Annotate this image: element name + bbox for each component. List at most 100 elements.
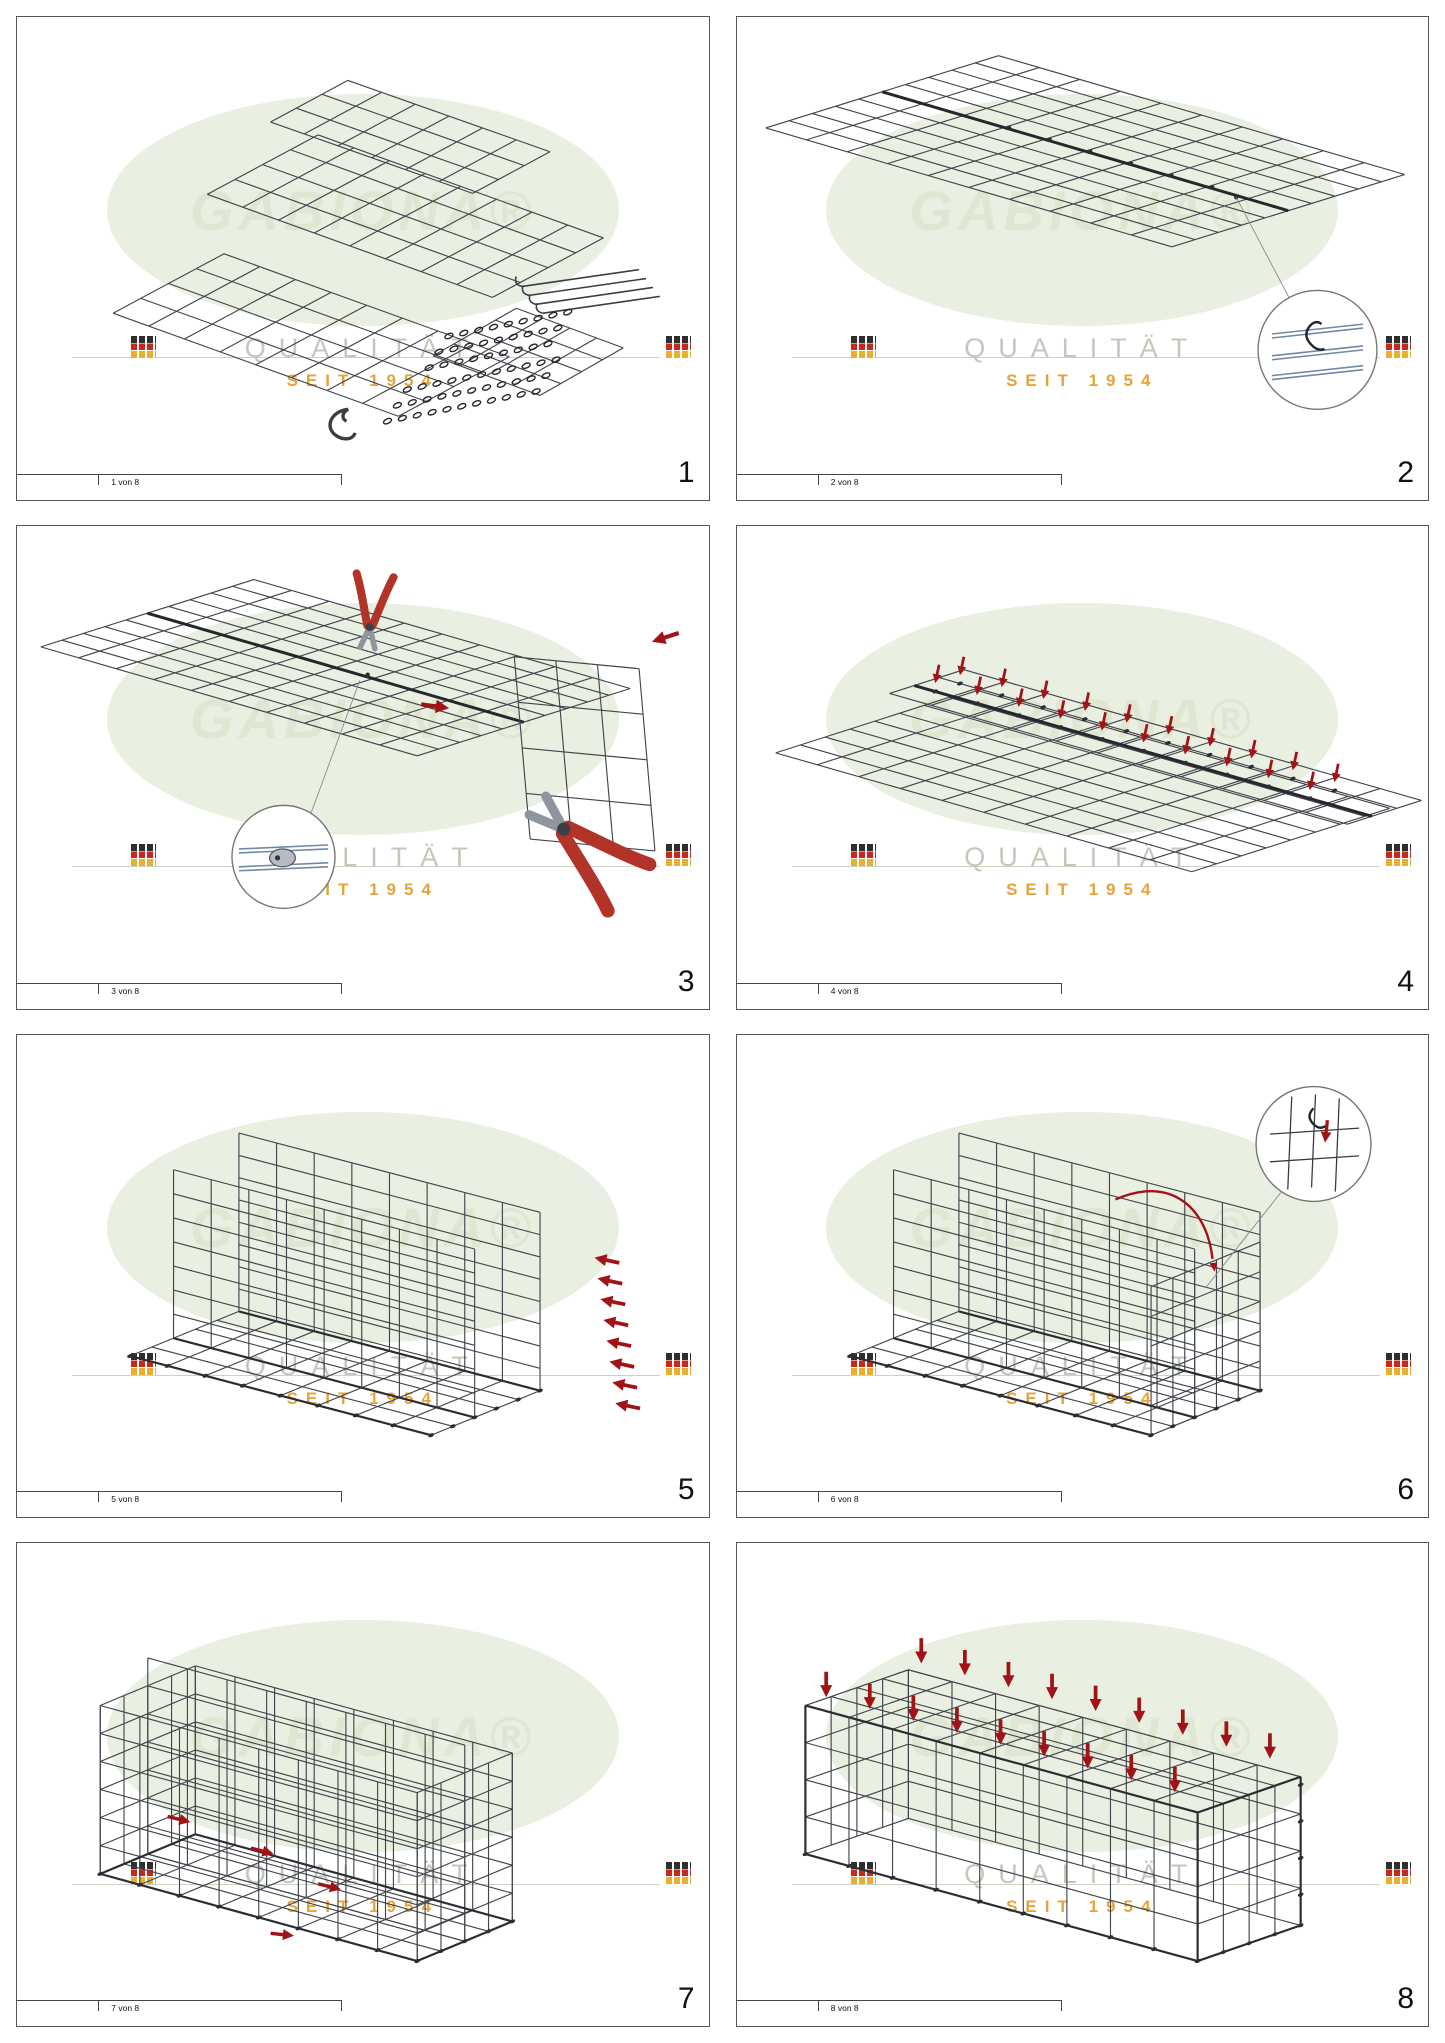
flag-logo-right xyxy=(666,335,692,358)
flag-logo-right xyxy=(666,1861,692,1884)
watermark-ellipse: GABIONA® xyxy=(826,602,1339,835)
step-panel-1: GABIONA® QUALITÄT SEIT 1954 xyxy=(16,16,710,501)
sheet-count-label: 8 von 8 xyxy=(830,2003,859,2013)
since-label: SEIT 1954 xyxy=(1006,1897,1159,1917)
step-number: 6 xyxy=(1397,1473,1414,1507)
rotation-arrow-head xyxy=(1209,1261,1219,1272)
mesh-grid xyxy=(270,79,551,194)
flag-logo-right xyxy=(1385,844,1411,867)
flag-logo-left xyxy=(850,1861,876,1884)
sheet-count-label: 5 von 8 xyxy=(111,1494,140,1505)
watermark-rule xyxy=(72,1374,661,1376)
step-panel-7: GABIONA® QUALITÄT SEIT 1954 xyxy=(16,1542,710,2027)
pliers-icon-large xyxy=(517,782,650,910)
watermark-rule xyxy=(72,1883,661,1885)
mesh-grid xyxy=(774,688,1390,873)
assembly-illustration-step-4 xyxy=(774,655,1422,873)
arrow-column xyxy=(593,1251,642,1414)
step-number: 5 xyxy=(677,1473,695,1507)
sheet-count-label: 4 von 8 xyxy=(830,985,859,996)
title-block: 6 von 8 xyxy=(736,1491,1062,1507)
assembly-illustration-step-1 xyxy=(112,79,661,441)
c-hook-icon xyxy=(328,407,357,441)
title-block: 1 von 8 xyxy=(17,473,342,490)
assembly-illustration-step-5 xyxy=(126,1132,642,1438)
step-number: 7 xyxy=(677,1982,695,2015)
watermark-rule xyxy=(791,357,1380,359)
flag-logo-right xyxy=(1385,1861,1411,1884)
clip-bolt xyxy=(274,855,281,861)
clip-row xyxy=(423,339,554,373)
brand-watermark: GABIONA® xyxy=(189,178,536,242)
magnifier-detail xyxy=(1256,289,1378,410)
watermark: GABIONA® QUALITÄT SEIT 1954 xyxy=(737,17,1429,500)
flag-logo-right xyxy=(666,1353,692,1376)
watermark-rule xyxy=(791,866,1380,868)
title-block: 8 von 8 xyxy=(736,2000,1062,2016)
flag-logo-left xyxy=(131,844,157,867)
back-wall-mesh xyxy=(238,1132,541,1391)
assembly-illustration-step-6 xyxy=(846,1085,1372,1438)
flag-logo-left xyxy=(850,1353,876,1376)
direction-arrow xyxy=(649,626,681,648)
step-panel-5: GABIONA® QUALITÄT SEIT 1954 5 von 8 5 xyxy=(16,1033,710,1519)
spiral-rods xyxy=(514,268,661,314)
flag-logo-left xyxy=(850,844,876,867)
direction-arrow xyxy=(270,1928,295,1942)
step-panel-6: GABIONA® QUALITÄT SEIT 1954 xyxy=(735,1033,1429,1519)
watermark: GABIONA® QUALITÄT SEIT 1954 xyxy=(737,1543,1429,2026)
arrow-row xyxy=(930,663,1318,791)
watermark-rule xyxy=(791,1883,1380,1885)
brand-watermark: GABIONA® xyxy=(909,687,1256,751)
assembly-illustration-step-2 xyxy=(765,55,1405,410)
sheet-count-label: 1 von 8 xyxy=(111,476,140,487)
arrow-row xyxy=(914,1638,1276,1759)
mesh-grid xyxy=(206,134,604,298)
watermark-text: QUALITÄT SEIT 1954 xyxy=(17,333,709,391)
flag-logo-left xyxy=(131,335,157,358)
title-block: 4 von 8 xyxy=(736,982,1062,999)
step-number: 2 xyxy=(1397,455,1414,489)
step-panel-2: GABIONA® QUALITÄT SEIT 1954 2 von 8 xyxy=(735,16,1429,501)
sheet-count-label: 2 von 8 xyxy=(830,476,859,487)
rotation-arrow xyxy=(1114,1189,1214,1259)
sheet-count-label: 7 von 8 xyxy=(111,2003,140,2013)
since-label: SEIT 1954 xyxy=(1006,879,1159,899)
title-block: 2 von 8 xyxy=(736,473,1062,490)
watermark: GABIONA® QUALITÄT SEIT 1954 xyxy=(737,526,1429,1009)
assembly-illustration-step-8 xyxy=(801,1638,1304,1965)
callout-line xyxy=(1235,197,1296,311)
step-panel-8: GABIONA® QUALITÄT SEIT 1954 8 von 8 xyxy=(735,1542,1429,2027)
watermark-text: QUALITÄT SEIT 1954 xyxy=(17,842,709,900)
mesh-detail xyxy=(1269,1093,1359,1192)
watermark-ellipse: GABIONA® xyxy=(106,1620,619,1853)
brand-watermark: GABIONA® xyxy=(909,178,1256,242)
step-number: 3 xyxy=(677,964,695,998)
watermark-ellipse: GABIONA® xyxy=(826,1620,1339,1853)
hook-icon xyxy=(1307,1106,1326,1129)
callout-line xyxy=(1205,1191,1281,1287)
assembly-illustration-step-7 xyxy=(96,1657,516,1965)
step-number: 1 xyxy=(677,455,695,489)
magnifier-detail xyxy=(1254,1085,1372,1202)
flag-logo-left xyxy=(850,335,876,358)
flag-logo-right xyxy=(1385,1353,1411,1376)
assembly-illustration-step-3 xyxy=(40,530,681,966)
connection-dot xyxy=(365,672,370,677)
seam-wire xyxy=(881,90,1289,213)
wire-pair xyxy=(1271,323,1363,381)
divider-mesh xyxy=(892,1168,1195,1418)
crimp-clip xyxy=(269,848,296,868)
title-block: 5 von 8 xyxy=(17,1491,342,1507)
sheet-count-label: 3 von 8 xyxy=(111,985,140,996)
since-label: SEIT 1954 xyxy=(286,371,439,391)
flag-logo-left xyxy=(131,1353,157,1376)
watermark-rule xyxy=(791,1374,1380,1376)
watermark: GABIONA® QUALITÄT SEIT 1954 xyxy=(17,1543,709,2026)
flag-logo-right xyxy=(666,844,692,867)
hook-icon xyxy=(1304,320,1325,351)
clip-row xyxy=(433,323,564,357)
seam-wire xyxy=(146,611,525,724)
quality-label: QUALITÄT xyxy=(964,333,1201,364)
brand-watermark: GABIONA® xyxy=(909,1704,1256,1768)
